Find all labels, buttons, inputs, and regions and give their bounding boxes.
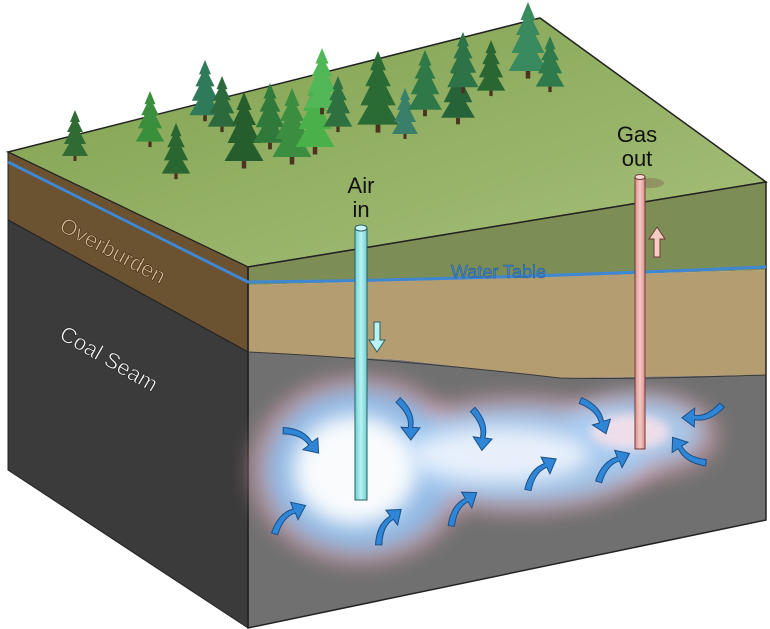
curved-arrow-icon [681,402,726,428]
curved-arrow-icon [469,406,494,452]
air-injection-well [354,224,368,501]
curved-arrow-icon [578,396,612,435]
flow-arrows [270,396,726,546]
curved-arrow-icon [395,396,421,441]
gas-out-label-line1: Gas [617,122,657,147]
curved-arrow-icon [671,436,707,467]
water-table-line [7,160,767,284]
gas-out-label-line2: out [622,146,653,171]
up-arrow-icon [648,226,666,258]
air-in-label-line1: Air [348,173,375,198]
curved-arrow-icon [524,456,557,492]
gas-production-well [634,174,664,450]
curved-arrow-icon [447,491,478,527]
down-arrow-icon [368,321,386,353]
curved-arrow-icon [282,426,320,454]
water-table-label: Water Table [451,262,546,282]
curved-arrow-icon [374,508,402,546]
curved-arrow-icon [594,449,631,484]
air-in-label-line2: in [352,197,369,222]
curved-arrow-icon [270,501,307,536]
